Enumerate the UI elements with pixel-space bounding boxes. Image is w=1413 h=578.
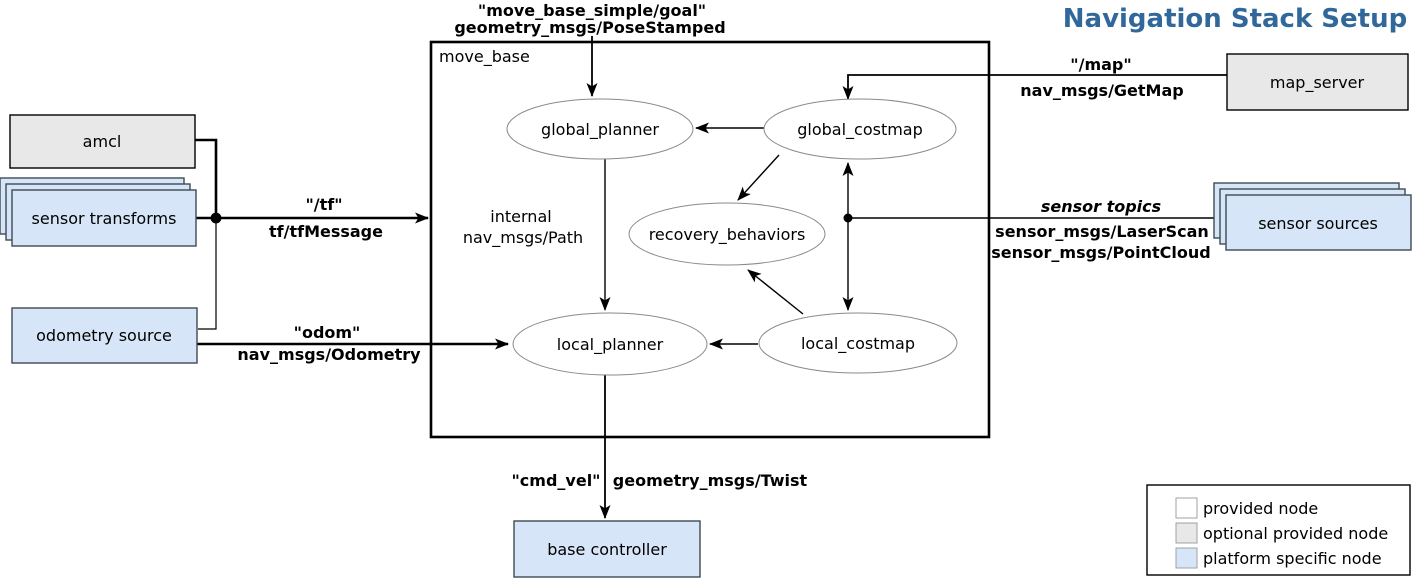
node-local-costmap: local_costmap bbox=[759, 313, 957, 373]
node-map-server: map_server bbox=[1227, 54, 1408, 110]
tf-junction-dot bbox=[211, 213, 222, 224]
global-costmap-label: global_costmap bbox=[797, 120, 923, 140]
odom-topic-label: "odom" bbox=[294, 323, 361, 342]
sensor-transforms-label: sensor transforms bbox=[32, 209, 177, 228]
base-controller-label: base controller bbox=[547, 540, 667, 559]
odometry-junction-connector bbox=[198, 218, 216, 329]
legend-label-provided: provided node bbox=[1203, 499, 1318, 518]
sensor-junction-dot bbox=[844, 214, 853, 223]
recovery-behaviors-label: recovery_behaviors bbox=[649, 225, 806, 245]
node-recovery-behaviors: recovery_behaviors bbox=[629, 203, 825, 265]
cmd-vel-topic-label: "cmd_vel" bbox=[511, 471, 600, 490]
diagram-title: Navigation Stack Setup bbox=[1063, 4, 1407, 34]
legend-label-optional: optional provided node bbox=[1203, 524, 1388, 543]
map-type-label: nav_msgs/GetMap bbox=[1020, 81, 1183, 100]
node-global-planner: global_planner bbox=[507, 99, 693, 159]
legend-label-platform: platform specific node bbox=[1203, 549, 1382, 568]
node-amcl: amcl bbox=[10, 115, 195, 168]
legend-swatch-platform bbox=[1176, 548, 1197, 568]
edge-tf: "/tf" tf/tfMessage bbox=[194, 140, 428, 329]
sensor-type2-label: sensor_msgs/PointCloud bbox=[991, 243, 1211, 262]
internal-label-2: nav_msgs/Path bbox=[463, 228, 583, 248]
tf-topic-label: "/tf" bbox=[305, 195, 342, 214]
legend: provided node optional provided node pla… bbox=[1147, 485, 1410, 575]
sensor-type1-label: sensor_msgs/LaserScan bbox=[995, 222, 1209, 241]
node-base-controller: base controller bbox=[514, 521, 700, 577]
cmd-vel-type-label: geometry_msgs/Twist bbox=[613, 471, 808, 490]
tf-type-label: tf/tfMessage bbox=[269, 222, 383, 241]
move-base-label: move_base bbox=[439, 47, 530, 67]
node-odometry-source: odometry source bbox=[12, 308, 197, 363]
odometry-source-label: odometry source bbox=[36, 326, 172, 345]
sensor-topics-label: sensor topics bbox=[1041, 197, 1161, 216]
map-topic-label: "/map" bbox=[1070, 55, 1131, 74]
node-sensor-transforms: sensor transforms bbox=[0, 178, 196, 246]
map-server-label: map_server bbox=[1270, 73, 1365, 93]
internal-label-1: internal bbox=[490, 207, 551, 226]
amcl-label: amcl bbox=[83, 132, 122, 151]
odom-type-label: nav_msgs/Odometry bbox=[237, 345, 421, 364]
legend-swatch-optional bbox=[1176, 523, 1197, 543]
node-global-costmap: global_costmap bbox=[764, 99, 956, 159]
global-planner-label: global_planner bbox=[541, 120, 659, 140]
local-planner-label: local_planner bbox=[557, 335, 664, 355]
node-local-planner: local_planner bbox=[513, 313, 707, 375]
amcl-connector bbox=[194, 140, 216, 218]
sensor-sources-label: sensor sources bbox=[1258, 214, 1378, 233]
local-costmap-label: local_costmap bbox=[801, 334, 915, 354]
node-sensor-sources: sensor sources bbox=[1214, 183, 1411, 250]
legend-swatch-provided bbox=[1176, 498, 1197, 518]
goal-type-label: geometry_msgs/PoseStamped bbox=[454, 18, 725, 37]
